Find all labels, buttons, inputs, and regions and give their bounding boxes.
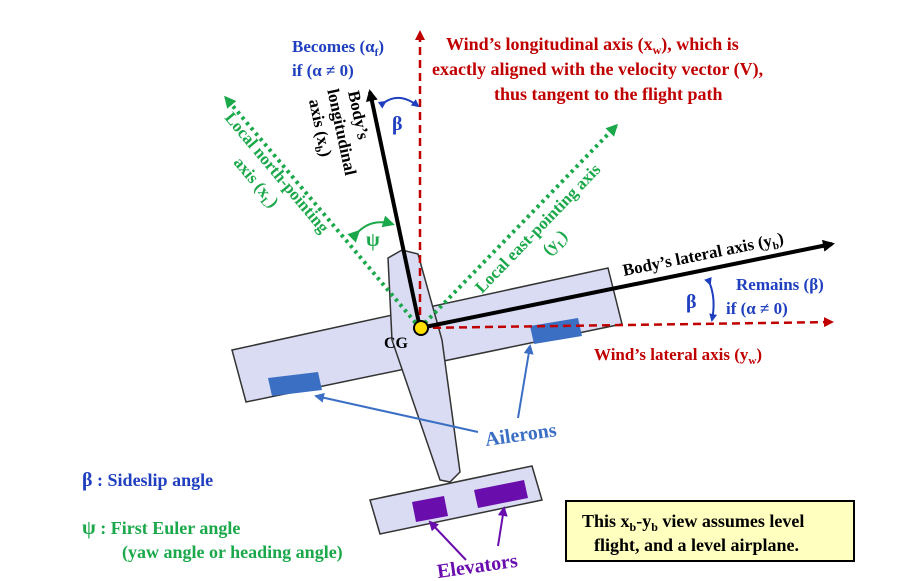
beta-arc-top (377, 96, 420, 109)
wind-longitudinal-label-line2: exactly aligned with the velocity vector… (432, 59, 763, 80)
cg-label: CG (384, 335, 409, 352)
becomes-label-line2: if (α ≠ 0) (292, 61, 354, 80)
ailerons-label-group: Ailerons (484, 419, 558, 451)
beta-arc-right (704, 276, 718, 322)
note-line2: flight, and a level airplane. (594, 535, 799, 555)
legend-psi-line2: (yaw angle or heading angle) (122, 542, 343, 563)
elevator-pointer-left (428, 520, 467, 561)
psi-arc (347, 215, 395, 243)
local-east-axis (418, 123, 619, 330)
aileron-pointer-right (517, 344, 534, 419)
remains-label-line2: if (α ≠ 0) (726, 299, 788, 318)
airplane (231, 249, 623, 535)
note-box-background (565, 500, 855, 562)
wind-lateral-axis (419, 317, 834, 330)
elevator-pointer-right (497, 506, 508, 547)
aileron-pointer-left (314, 392, 479, 433)
note-line1: This xb-yb view assumes level (582, 511, 804, 534)
wind-longitudinal-label-line1: Wind’s longitudinal axis (xw), which is (446, 34, 739, 57)
right-aileron (530, 318, 582, 344)
legend-psi: ψ : First Euler angle (82, 517, 240, 539)
airplane-tail (369, 465, 543, 535)
body-longitudinal-label: Body’s longitudinal axis (xb) (305, 87, 373, 177)
note-box: This xb-yb view assumes level flight, an… (565, 500, 855, 562)
psi-label: ψ (366, 229, 380, 251)
wind-longitudinal-label-line3: thus tangent to the flight path (494, 84, 723, 104)
body-lateral-axis (419, 239, 835, 330)
legend-beta: β : Sideslip angle (82, 469, 213, 491)
ailerons-label: Ailerons (484, 419, 558, 451)
local-north-axis (224, 95, 422, 330)
legend: β : Sideslip angle ψ : First Euler angle… (82, 469, 343, 563)
remains-label-line1: Remains (β) (736, 275, 824, 294)
elevators-label: Elevators (436, 550, 520, 581)
beta-label-right: β (686, 291, 697, 313)
left-aileron (268, 372, 322, 396)
body-longitudinal-axis (365, 89, 422, 329)
becomes-label-line1: Becomes (αf) (292, 37, 384, 59)
left-elevator (412, 496, 448, 522)
beta-label-top: β (392, 113, 403, 135)
right-elevator (474, 480, 528, 508)
elevators-label-group: Elevators (436, 550, 520, 581)
cg-point (413, 320, 429, 336)
wind-lateral-label: Wind’s lateral axis (yw) (594, 345, 762, 367)
